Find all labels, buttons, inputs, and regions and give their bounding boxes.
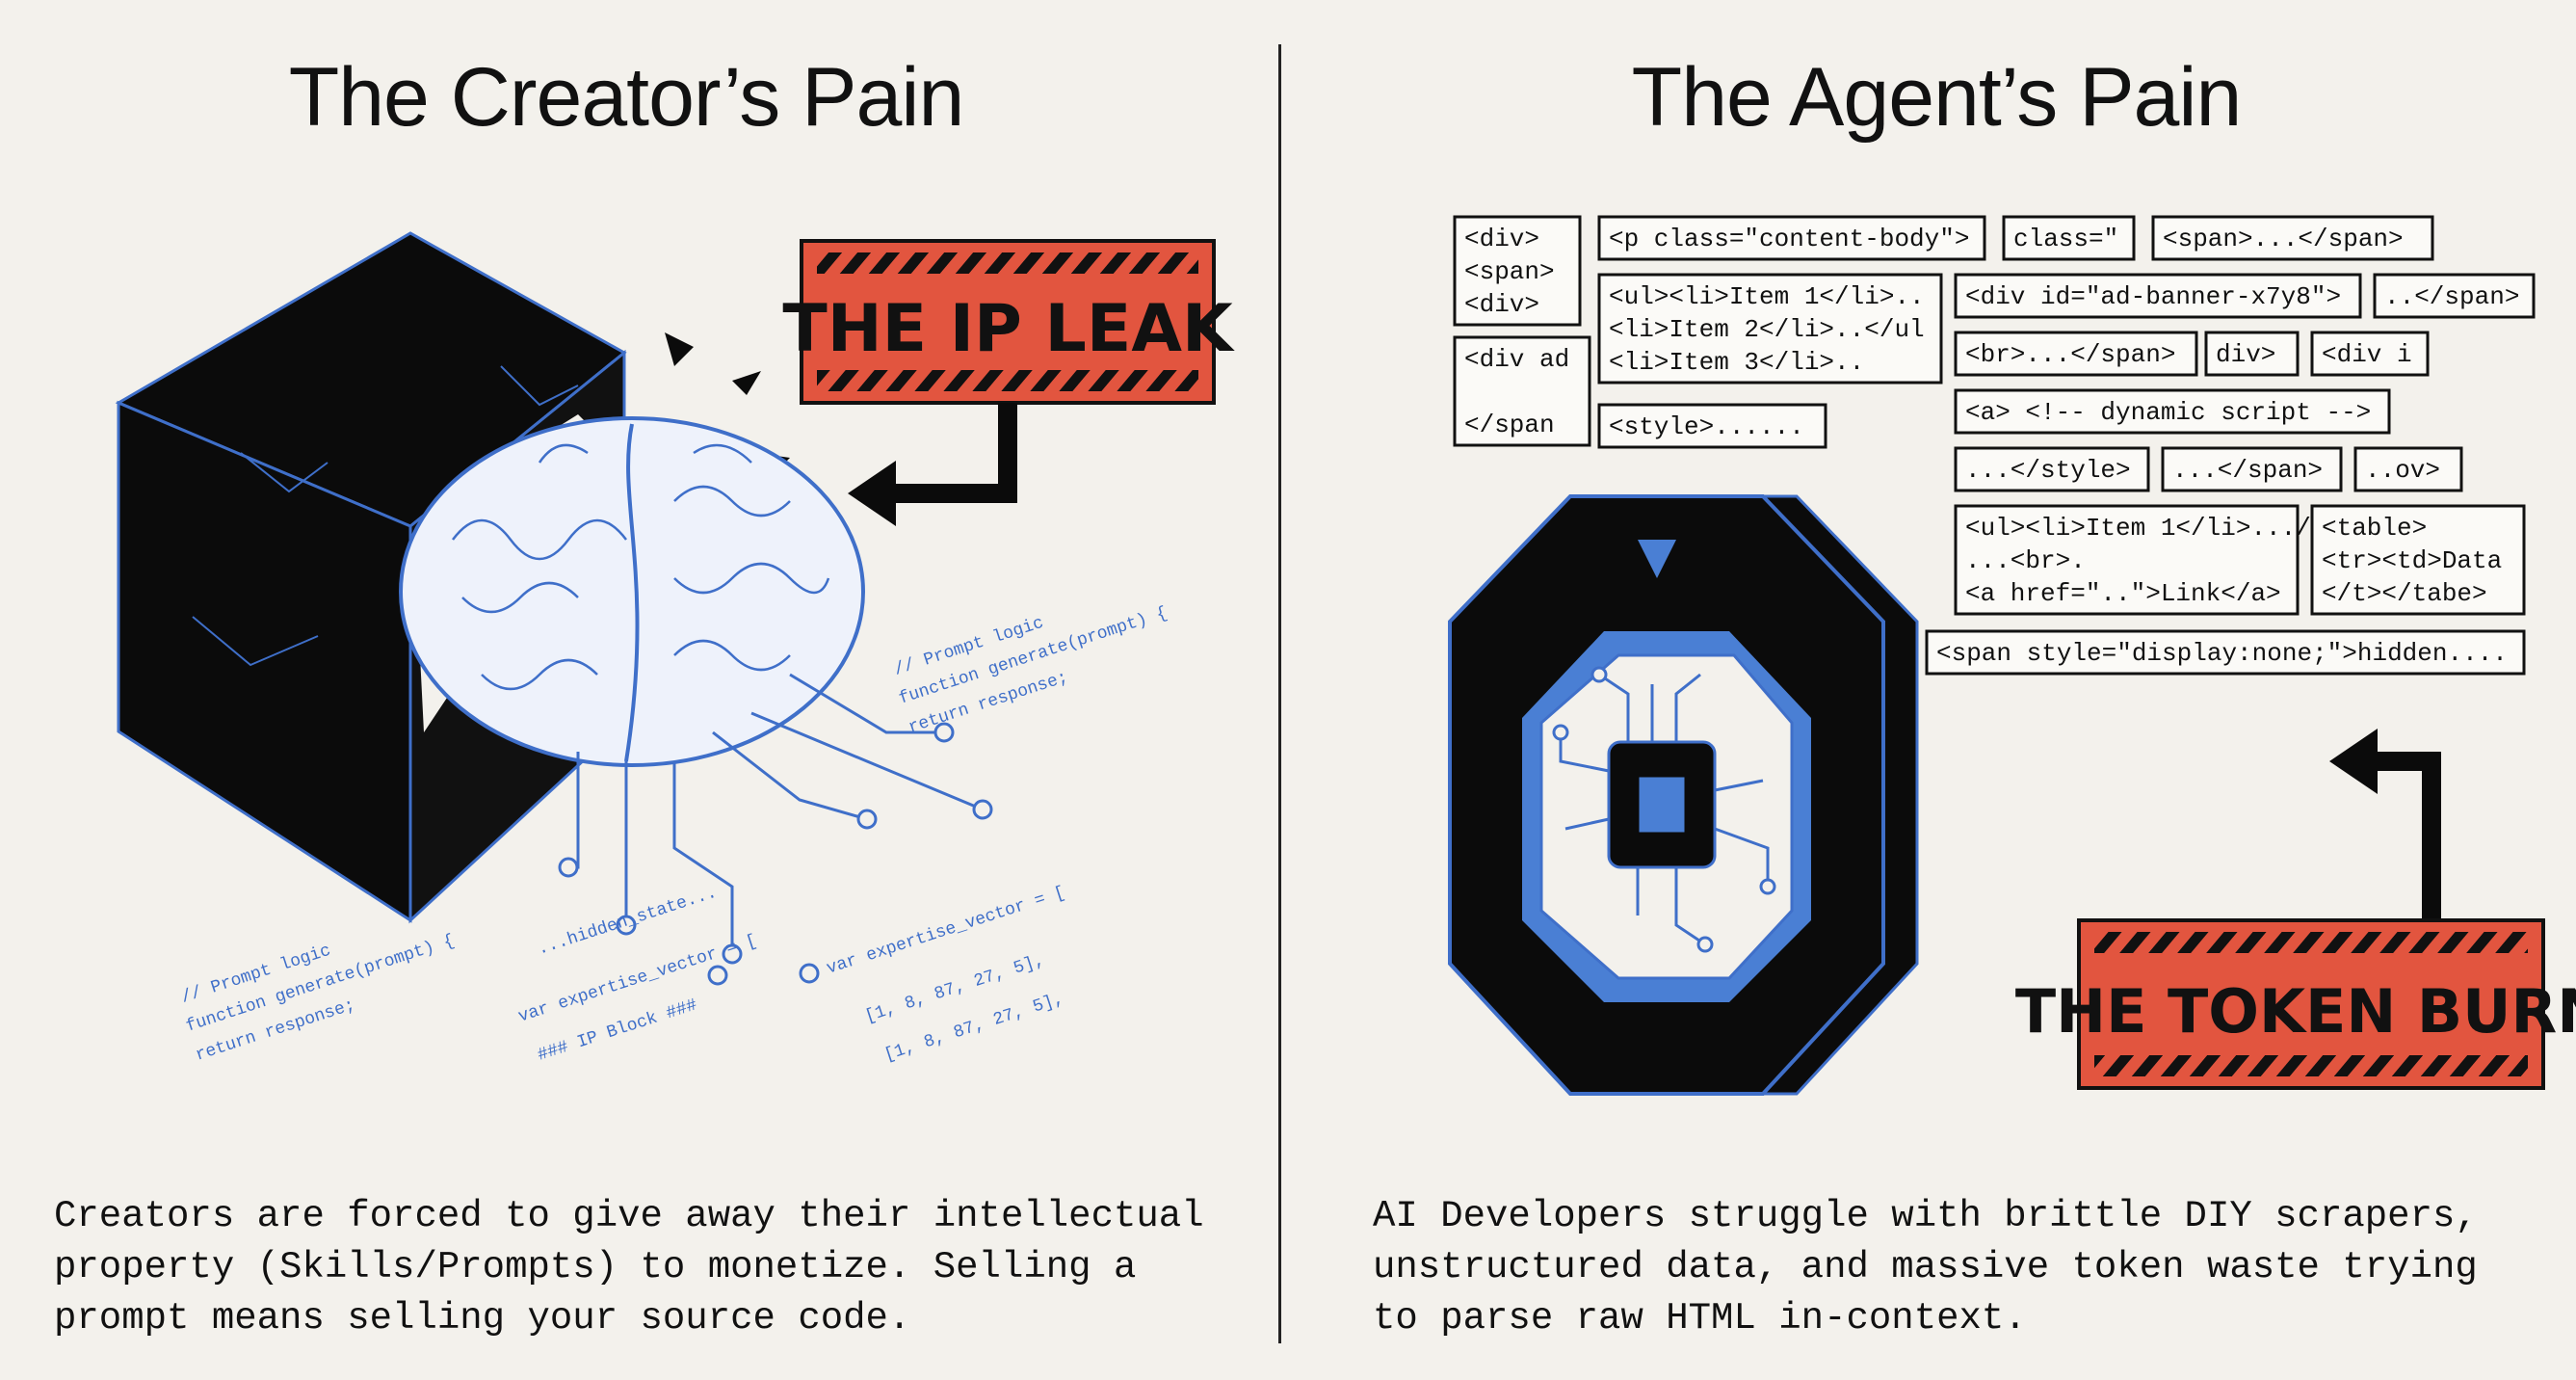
html-fragment-text: <div ad</span xyxy=(1464,345,1569,439)
html-fragment-card: class=" xyxy=(2002,215,2136,261)
html-fragment-card: ..ov> xyxy=(2353,446,2463,492)
html-fragment-card: <div ad</span xyxy=(1453,335,1591,447)
html-fragment-card: ...</span> xyxy=(2161,446,2343,492)
html-fragment-card: <div id="ad-banner-x7y8"> xyxy=(1954,273,2362,319)
arrow-head-icon xyxy=(2329,729,2378,794)
html-fragment-card: <p class="content-body"> xyxy=(1597,215,1986,261)
arrow-head-icon xyxy=(848,461,896,526)
html-fragment-text: ..ov> xyxy=(2365,456,2440,485)
left-caption: Creators are forced to give away their i… xyxy=(54,1195,1204,1340)
html-fragment-text: <span>...</span> xyxy=(2163,225,2404,253)
html-fragment-card: <a> <!-- dynamic script --> xyxy=(1954,388,2391,435)
html-fragment-text: <table><tr><td>Data</t></tabe> xyxy=(2322,514,2502,608)
html-fragment-pile: <div><span><div> <div ad</span <div i class… xyxy=(1453,215,2536,676)
html-fragment-text: <div i xyxy=(2322,340,2412,369)
right-title: The Agent’s Pain xyxy=(1631,51,2243,144)
arrow-icon xyxy=(2370,752,2441,922)
html-fragment-text: <a> <!-- dynamic script --> xyxy=(1965,398,2371,427)
left-title: The Creator’s Pain xyxy=(288,51,965,144)
html-fragment-card: ...</style> xyxy=(1954,446,2150,492)
html-fragment-text: <p class="content-body"> xyxy=(1609,225,1969,253)
html-fragment-text: ...</style> xyxy=(1965,456,2131,485)
ip-leak-badge: THE IP LEAK xyxy=(782,239,1235,405)
token-burn-label: THE TOKEN BURN xyxy=(2015,976,2576,1047)
brain-illustration xyxy=(399,416,993,986)
html-fragment-card: <span style="display:none;">hidden.... xyxy=(1925,629,2526,676)
arrow-icon xyxy=(886,403,1017,503)
html-fragment-card: <style>...... xyxy=(1597,403,1827,449)
html-fragment-card: <br>...</span> xyxy=(1954,331,2198,377)
html-fragment-card: ..</span> xyxy=(2373,273,2536,319)
html-fragment-card: <ul><li>Item 1</li>..<li>Item 2</li>..</… xyxy=(1597,273,1943,385)
html-fragment-text: <ul><li>Item 1</li>..<li>Item 2</li>..</… xyxy=(1609,282,1925,377)
ip-leak-label: THE IP LEAK xyxy=(782,291,1235,367)
html-fragment-text: class=" xyxy=(2013,225,2118,253)
html-fragment-text: <div id="ad-banner-x7y8"> xyxy=(1965,282,2341,311)
html-fragment-card: <div><span><div> xyxy=(1453,215,1582,327)
html-fragment-text: <ul><li>Item 1</li>.../p>...<br>.<a href… xyxy=(1965,514,2341,608)
html-fragment-card: <div i xyxy=(2310,331,2430,377)
html-fragment-text: <br>...</span> xyxy=(1965,340,2175,369)
html-fragment-text: div> xyxy=(2216,340,2275,369)
html-fragment-text: <div><span><div> xyxy=(1464,225,1555,319)
html-fragment-card: <ul><li>Item 1</li>.../p>...<br>.<a href… xyxy=(1954,504,2341,616)
token-burn-badge: THE TOKEN BURN xyxy=(2015,918,2576,1090)
html-fragment-text: <style>...... xyxy=(1609,412,1804,441)
right-caption: AI Developers struggle with brittle DIY … xyxy=(1373,1195,2478,1340)
html-fragment-card: <span>...</span> xyxy=(2151,215,2434,261)
html-fragment-text: ...</span> xyxy=(2172,456,2323,485)
html-fragment-card: <table><tr><td>Data</t></tabe> xyxy=(2310,504,2526,616)
divider xyxy=(1278,44,1281,1343)
html-fragment-text: <span style="display:none;">hidden.... xyxy=(1936,639,2508,668)
processor-octagon-illustration xyxy=(1448,494,1919,1096)
html-fragment-card: div> xyxy=(2204,331,2300,377)
html-fragment-text: ..</span> xyxy=(2384,282,2519,311)
